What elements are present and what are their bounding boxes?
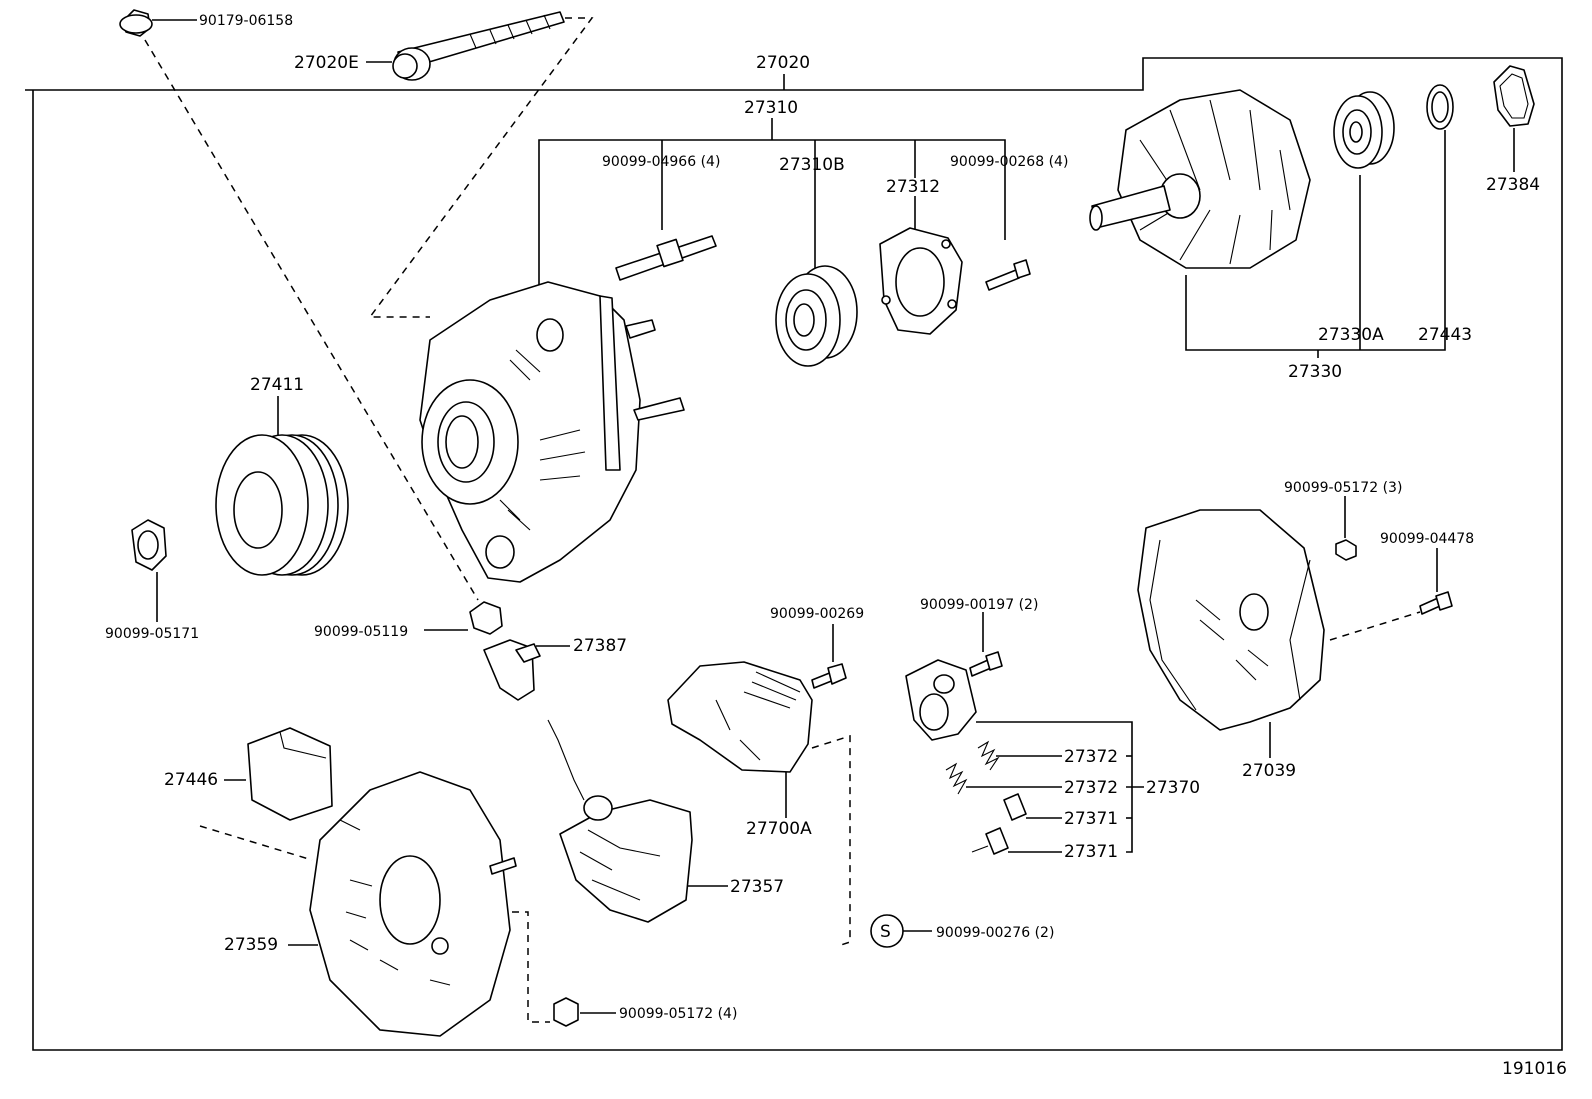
screw-90099-00269 <box>811 663 847 689</box>
label-90099-04478: 90099-04478 <box>1380 531 1474 547</box>
label-90099-04966: 90099-04966 (4) <box>602 154 720 170</box>
label-27020E: 27020E <box>294 53 359 73</box>
brush-27371-a <box>1003 793 1027 821</box>
nut-90099-05119 <box>469 601 503 635</box>
label-27357: 27357 <box>730 877 784 897</box>
label-27443: 27443 <box>1418 325 1472 345</box>
label-27020: 27020 <box>756 53 810 73</box>
brush-27371-b <box>971 827 1009 855</box>
label-27411: 27411 <box>250 375 304 395</box>
label-90099-05172-4: 90099-05172 (4) <box>619 1006 737 1022</box>
label-27387: 27387 <box>573 636 627 656</box>
label-27310: 27310 <box>744 98 798 118</box>
label-90099-05172-3: 90099-05172 (3) <box>1284 480 1402 496</box>
label-27330: 27330 <box>1288 362 1342 382</box>
cover-27384 <box>1493 65 1535 127</box>
label-27370: 27370 <box>1146 778 1200 798</box>
label-90099-00276: 90099-00276 (2) <box>936 925 1054 941</box>
spring-27372-a <box>977 740 1000 771</box>
spring-27372-b <box>945 762 968 795</box>
rectifier-end-frame-27359 <box>309 771 517 1037</box>
rear-cover-27039 <box>1137 509 1325 731</box>
label-27372-b: 27372 <box>1064 778 1118 798</box>
screw-90099-00268 <box>985 259 1031 291</box>
terminal-27387 <box>483 639 541 701</box>
drive-end-frame-27310 <box>419 281 685 583</box>
brush-holder-27357 <box>559 795 693 923</box>
bolt-27020E <box>392 11 565 81</box>
s-mark-text: S <box>880 922 891 942</box>
label-90099-00197: 90099-00197 (2) <box>920 597 1038 613</box>
label-27372-a: 27372 <box>1064 747 1118 767</box>
regulator-27700A <box>667 661 813 773</box>
label-27330A: 27330A <box>1318 325 1384 345</box>
assembly-frame <box>25 57 1563 1051</box>
label-90179-06158: 90179-06158 <box>199 13 293 29</box>
bearing-27310B <box>775 265 858 367</box>
nut-90099-05171 <box>131 519 167 571</box>
label-27384: 27384 <box>1486 175 1540 195</box>
pulley-27411 <box>215 434 349 576</box>
bearing-27330A <box>1333 91 1395 169</box>
brush-holder-27370 <box>905 659 977 741</box>
label-27039: 27039 <box>1242 761 1296 781</box>
label-90099-00268: 90099-00268 (4) <box>950 154 1068 170</box>
label-90099-00269: 90099-00269 <box>770 606 864 622</box>
retainer-plate-27312 <box>879 227 963 335</box>
label-27371-b: 27371 <box>1064 842 1118 862</box>
label-27359: 27359 <box>224 935 278 955</box>
stud-90099-04966 <box>615 235 717 281</box>
label-27700A: 27700A <box>746 819 812 839</box>
cover-27446 <box>247 727 333 821</box>
label-27310B: 27310B <box>779 155 845 175</box>
label-27312: 27312 <box>886 177 940 197</box>
ring-27443 <box>1426 84 1454 130</box>
screw-90099-00197 <box>969 651 1003 677</box>
s-mark-badge: S <box>870 914 904 948</box>
drawing-number: 191016 <box>1502 1059 1567 1079</box>
rotor-27330 <box>1089 89 1311 269</box>
label-27446: 27446 <box>164 770 218 790</box>
bolt-90099-04478 <box>1419 591 1453 615</box>
washer-90179-06158 <box>119 9 153 37</box>
label-90099-05171: 90099-05171 <box>105 626 199 642</box>
nut-90099-05172-3 <box>1335 539 1357 561</box>
label-90099-05119: 90099-05119 <box>314 624 408 640</box>
label-27371-a: 27371 <box>1064 809 1118 829</box>
nut-90099-05172-4 <box>553 997 579 1027</box>
